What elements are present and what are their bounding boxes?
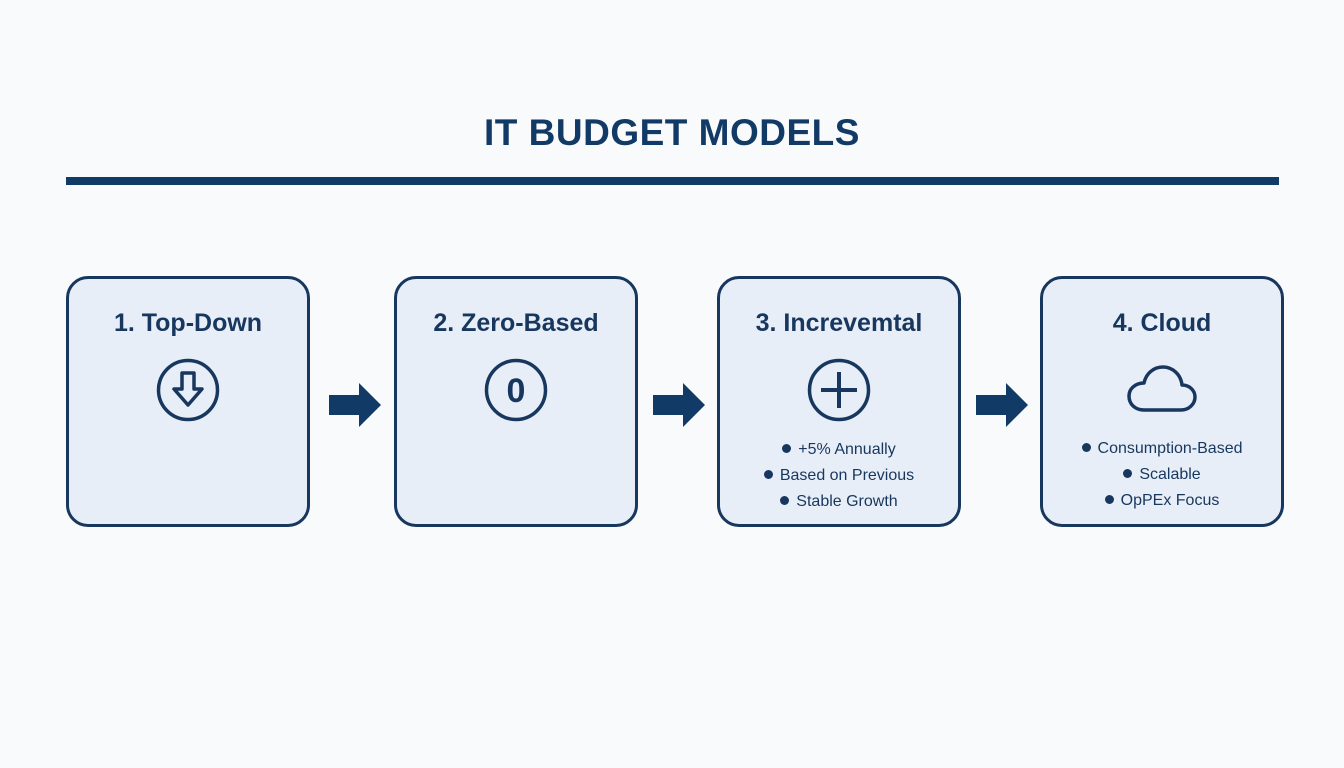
arrow-right-icon (327, 381, 383, 429)
bullet-dot (780, 496, 790, 505)
model-title: 2. Zero-Based (433, 309, 599, 337)
model-title: 3. Increvemtal (755, 309, 923, 337)
plus-circle-icon (806, 357, 872, 423)
model-card-cloud: 4. Cloud Consumption-Based Scalable OpPE… (1040, 276, 1284, 527)
list-item: Scalable (1043, 462, 1281, 488)
bullet-dot (782, 444, 792, 453)
list-item: OpPEx Focus (1043, 488, 1281, 514)
arrow-down-circle-icon (155, 357, 221, 423)
arrow-right-icon (974, 381, 1030, 429)
bullet-dot (1123, 469, 1133, 478)
list-item: +5% Annually (720, 437, 958, 463)
bullet-list: Consumption-Based Scalable OpPEx Focus (1043, 436, 1281, 514)
model-card-top-down: 1. Top-Down (66, 276, 310, 527)
cloud-icon (1122, 357, 1202, 423)
model-title: 1. Top-Down (113, 309, 263, 337)
bullet-dot (763, 470, 773, 479)
zero-glyph: 0 (507, 372, 526, 410)
diagram-title: IT BUDGET MODELS (484, 112, 860, 153)
model-card-zero-based: 2. Zero-Based 0 (394, 276, 638, 527)
bullet-dot (1081, 443, 1091, 452)
model-title: 4. Cloud (1112, 309, 1212, 337)
list-item: Consumption-Based (1043, 436, 1281, 462)
bullet-list: +5% Annually Based on Previous Stable Gr… (720, 437, 958, 515)
zero-circle-icon: 0 (483, 357, 549, 423)
title-divider (66, 177, 1279, 185)
arrow-right-icon (651, 381, 707, 429)
list-item: Based on Previous (720, 463, 958, 489)
list-item: Stable Growth (720, 489, 958, 515)
model-card-incremental: 3. Increvemtal +5% Annually Based on Pre… (717, 276, 961, 527)
bullet-dot (1104, 495, 1114, 504)
